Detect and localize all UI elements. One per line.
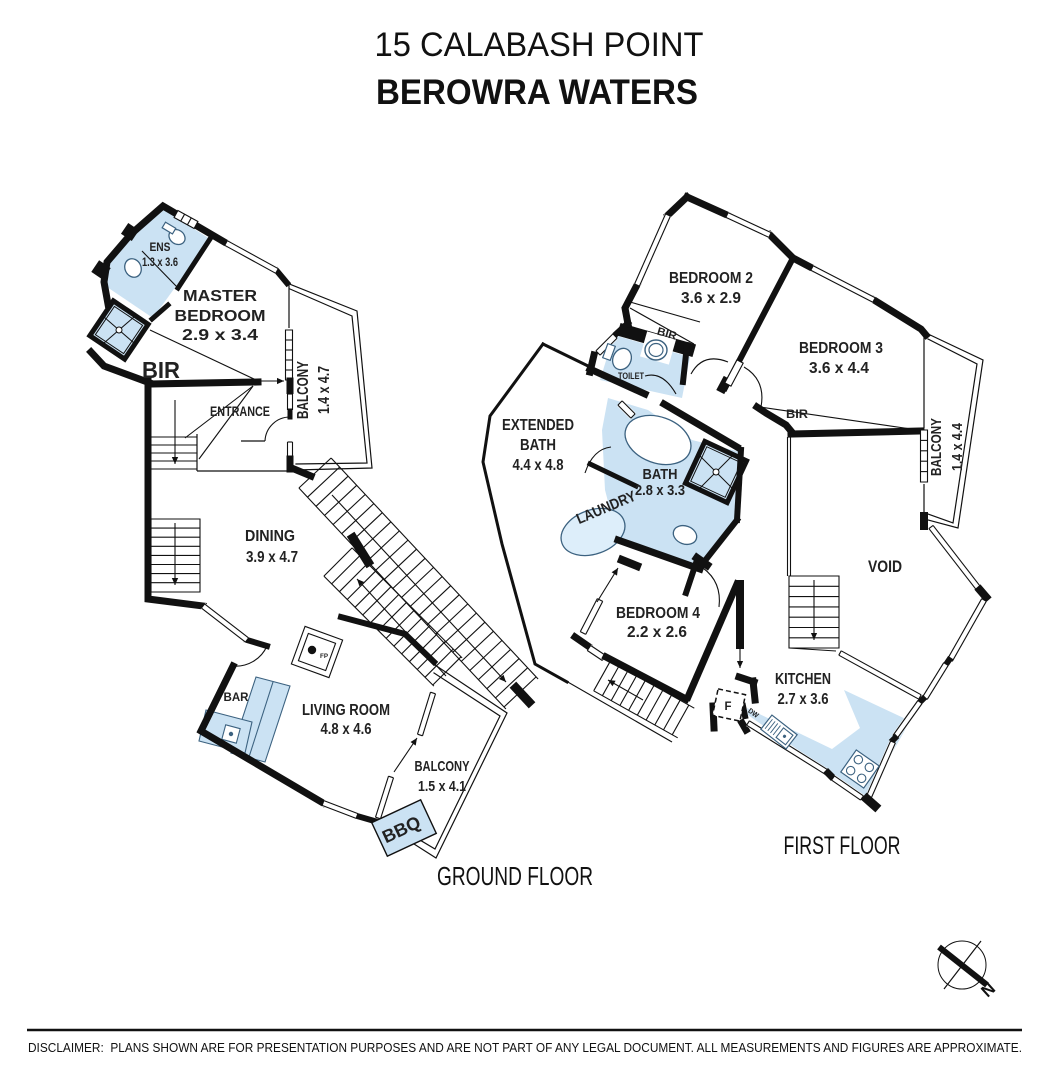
svg-text:BIR: BIR <box>786 407 808 421</box>
svg-text:BALCONY: BALCONY <box>415 758 470 775</box>
svg-text:DINING: DINING <box>245 528 295 545</box>
svg-text:1.4 x 4.7: 1.4 x 4.7 <box>316 366 333 414</box>
svg-text:BATH: BATH <box>520 437 556 454</box>
svg-text:MASTER: MASTER <box>183 288 257 305</box>
svg-text:BATH: BATH <box>643 466 678 483</box>
svg-text:DISCLAIMER: PLANS SHOWN ARE F: DISCLAIMER: PLANS SHOWN ARE FOR PRESENTA… <box>28 1040 1022 1055</box>
svg-text:FP: FP <box>320 653 329 660</box>
svg-text:3.9 x 4.7: 3.9 x 4.7 <box>246 549 298 566</box>
svg-text:F: F <box>725 699 732 713</box>
svg-text:2.9 x 3.4: 2.9 x 3.4 <box>182 327 258 344</box>
svg-text:2.8 x 3.3: 2.8 x 3.3 <box>635 482 685 499</box>
svg-text:BEDROOM 2: BEDROOM 2 <box>669 270 753 287</box>
svg-text:TOILET: TOILET <box>618 371 644 382</box>
svg-text:BALCONY: BALCONY <box>295 361 312 419</box>
svg-text:BEROWRA WATERS: BEROWRA WATERS <box>376 73 698 112</box>
svg-text:BEDROOM 4: BEDROOM 4 <box>616 605 700 622</box>
svg-text:VOID: VOID <box>868 558 902 576</box>
svg-text:3.6 x 2.9: 3.6 x 2.9 <box>681 290 741 307</box>
svg-text:BIR: BIR <box>656 326 679 343</box>
svg-text:FIRST FLOOR: FIRST FLOOR <box>784 832 901 860</box>
svg-text:GROUND FLOOR: GROUND FLOOR <box>437 863 593 891</box>
svg-text:ENS: ENS <box>150 240 171 254</box>
svg-text:BEDROOM: BEDROOM <box>175 308 266 325</box>
svg-text:4.8 x 4.6: 4.8 x 4.6 <box>321 721 372 738</box>
svg-text:EXTENDED: EXTENDED <box>502 417 574 434</box>
svg-text:BAR: BAR <box>224 690 249 704</box>
svg-text:1.4 x 4.4: 1.4 x 4.4 <box>949 422 966 471</box>
svg-text:4.4 x 4.8: 4.4 x 4.8 <box>513 457 564 474</box>
svg-text:1.3 x 3.6: 1.3 x 3.6 <box>142 255 178 269</box>
svg-text:3.6 x 4.4: 3.6 x 4.4 <box>809 360 869 377</box>
svg-text:2.2 x 2.6: 2.2 x 2.6 <box>627 624 687 641</box>
svg-text:2.7 x 3.6: 2.7 x 3.6 <box>778 691 829 708</box>
svg-text:BIR: BIR <box>142 357 180 383</box>
svg-text:LIVING ROOM: LIVING ROOM <box>302 702 390 719</box>
svg-text:15 CALABASH POINT: 15 CALABASH POINT <box>375 26 704 64</box>
svg-text:BEDROOM 3: BEDROOM 3 <box>799 340 883 357</box>
svg-text:KITCHEN: KITCHEN <box>775 671 831 688</box>
svg-text:ENTRANCE: ENTRANCE <box>210 404 270 419</box>
svg-text:1.5 x 4.1: 1.5 x 4.1 <box>418 778 466 795</box>
svg-text:BALCONY: BALCONY <box>928 418 945 476</box>
